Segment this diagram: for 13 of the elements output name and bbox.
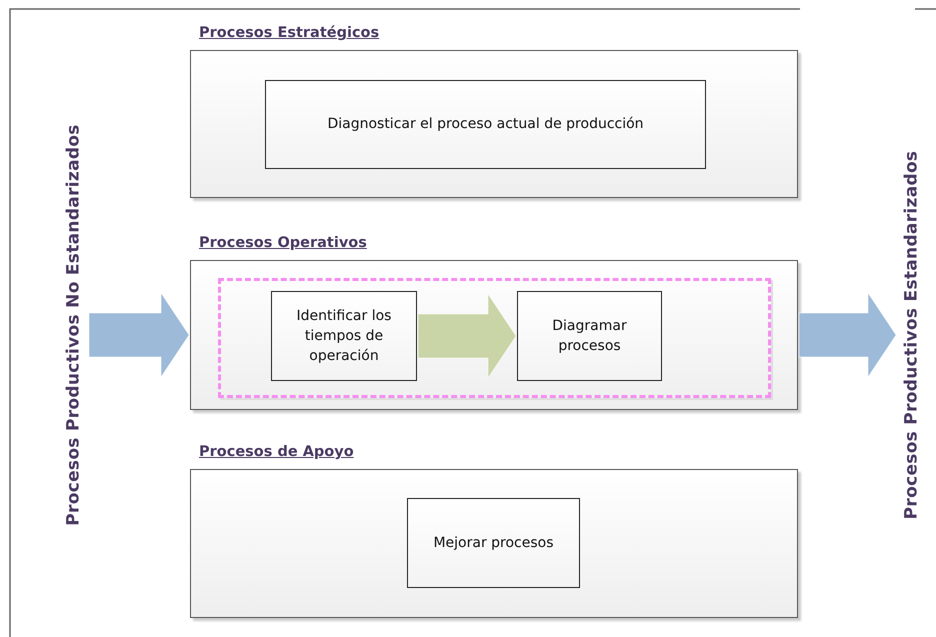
band-heading: Procesos Operativos <box>199 235 367 251</box>
band-heading: Procesos de Apoyo <box>199 444 354 460</box>
block-arrow <box>418 294 516 378</box>
band-heading: Procesos Estratégicos <box>199 25 380 41</box>
vertical-label: Procesos Productivos Estandarizados <box>897 110 925 560</box>
process-box: Mejorar procesos <box>407 498 580 588</box>
block-arrow <box>88 292 190 378</box>
dashed-group-box <box>218 278 771 398</box>
process-box: Diagnosticar el proceso actual de producción <box>265 80 706 169</box>
process-box: Identificar los tiempos de operación <box>271 291 417 381</box>
block-arrow <box>798 292 896 378</box>
process-box: Diagramar procesos <box>517 291 662 381</box>
vertical-label: Procesos Productivos No Estandarizados <box>60 110 88 540</box>
